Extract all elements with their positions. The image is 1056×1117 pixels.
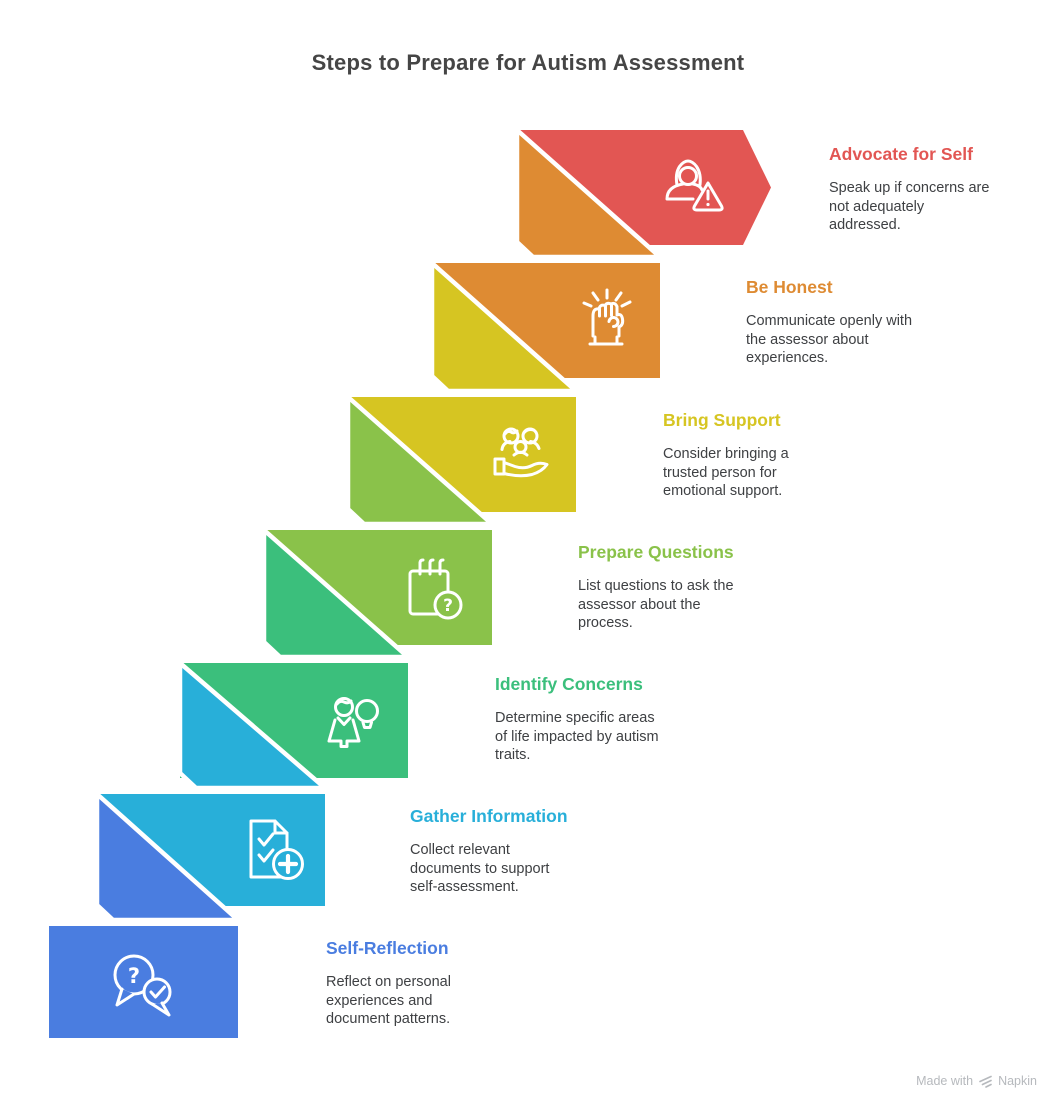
napkin-brand-text: Napkin [998,1074,1037,1088]
step-connector-prepare-questions [345,392,498,527]
step-connector-bring-support [429,257,582,394]
step-description: List questions to ask the assessor about… [578,578,734,632]
step-title: Gather Information [410,806,568,826]
step-title: Bring Support [663,410,781,430]
page-title: Steps to Prepare for Autism Assessment [311,50,745,75]
document-check-plus-icon [249,819,304,880]
step-text-gather-information: Gather Information Collect relevant docu… [410,806,620,897]
step-text-be-honest: Be Honest Communicate openly with the as… [746,277,956,368]
step-title: Self-Reflection [326,938,449,958]
question-glyph: ? [128,964,140,988]
step-description: Speak up if concerns are not adequately … [829,180,990,234]
question-glyph: ? [443,596,453,616]
step-text-identify-concerns: Identify Concerns Determine specific are… [495,674,705,765]
napkin-credit: Made with Napkin [916,1074,1037,1088]
raised-fist-icon [582,288,632,346]
step-title: Prepare Questions [578,542,734,562]
family-support-icon [493,427,549,478]
step-title: Advocate for Self [829,144,973,164]
step-description: Reflect on personal experiences and docu… [326,974,451,1028]
step-connector-gather-information [177,658,332,791]
step-text-bring-support: Bring Support Consider bringing a truste… [663,410,873,501]
step-connector-self-reflection [94,788,244,923]
step-title: Identify Concerns [495,674,643,694]
step-title: Be Honest [746,277,833,297]
step-text-prepare-questions: Prepare Questions List questions to ask … [578,542,788,633]
step-description: Consider bringing a trusted person for e… [663,446,789,500]
notepad-question-icon: ? [408,558,463,620]
step-text-advocate-for-self: Advocate for Self Speak up if concerns a… [829,144,1039,235]
step-description: Communicate openly with the assessor abo… [746,313,913,367]
napkin-logo-icon [979,1075,992,1088]
step-block-self-reflection [49,926,238,1038]
step-description: Determine specific areas of life impacte… [495,710,659,764]
step-connector-be-honest [514,124,666,260]
person-lightbulb-icon [327,697,379,748]
speech-bubbles-icon: ? [113,954,172,1017]
person-warning-icon [665,159,724,212]
step-text-self-reflection: Self-Reflection Reflect on personal expe… [326,938,536,1029]
made-with-text: Made with [916,1074,974,1088]
step-connector-identify-concerns [261,525,414,660]
step-description: Collect relevant documents to support se… [410,842,550,896]
